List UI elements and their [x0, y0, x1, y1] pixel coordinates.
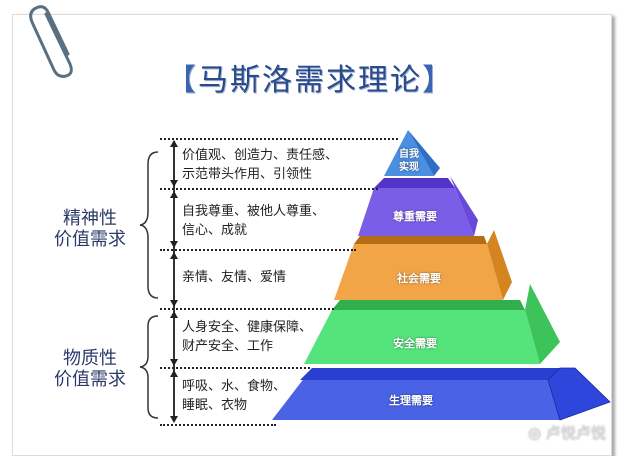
arrow-down-icon — [170, 300, 178, 307]
arrow-up-icon — [170, 370, 178, 377]
level-description: 呼吸、水、食物、 睡眠、衣物 — [182, 379, 287, 413]
arrow-up-icon — [170, 311, 178, 318]
weibo-icon: ◎ — [528, 424, 542, 442]
layer-label-safety: 安全需要 — [393, 337, 437, 350]
guide-line — [160, 424, 276, 426]
level-description: 人身安全、健康保障、 财产安全、工作 — [182, 320, 313, 354]
page-title: 【马斯洛需求理论】 — [166, 63, 454, 98]
guide-line — [160, 138, 398, 140]
layer-label-self-actualization: 自我 实现 — [399, 149, 419, 173]
arrow-down-icon — [170, 241, 178, 248]
brace-icon — [139, 151, 159, 299]
arrow-down-icon — [170, 180, 178, 187]
guide-line — [160, 249, 356, 251]
layer-label-social: 社会需要 — [397, 272, 441, 285]
arrow-down-icon — [170, 359, 178, 366]
layer-label-esteem: 尊重需要 — [393, 210, 437, 223]
arrow-up-icon — [170, 252, 178, 259]
guide-line — [160, 188, 378, 190]
arrow-up-icon — [170, 191, 178, 198]
layer-label-physiological: 生理需要 — [389, 394, 433, 407]
arrow-up-icon — [170, 140, 178, 147]
level-description: 亲情、友情、爱情 — [182, 270, 287, 285]
paperclip-icon — [29, 5, 73, 78]
guide-line — [160, 308, 334, 310]
brace-icon — [139, 315, 159, 419]
range-line — [173, 141, 175, 420]
group-label-material: 物质性 价值需求 — [54, 348, 126, 390]
level-description: 自我尊重、被他人尊重、 信心、成就 — [182, 204, 326, 238]
level-description: 价值观、创造力、责任感、 示范带头作用、引领性 — [182, 148, 339, 182]
watermark: ◎ 卢悦卢悦 — [528, 424, 606, 442]
guide-line — [160, 367, 310, 369]
group-label-spiritual: 精神性 价值需求 — [54, 208, 126, 250]
arrow-down-icon — [170, 416, 178, 423]
